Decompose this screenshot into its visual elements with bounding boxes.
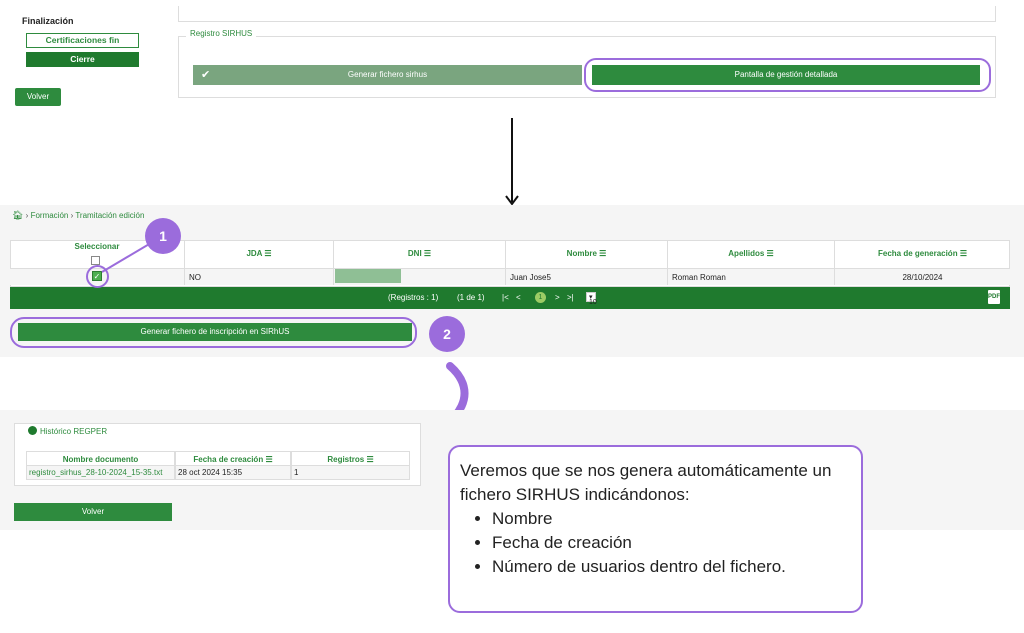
callout-list: Nombre Fecha de creación Número de usuar… [460, 507, 851, 579]
column-header-nombre[interactable]: Nombre ☰ [506, 240, 668, 268]
column-header-registros[interactable]: Registros ☰ [291, 451, 410, 466]
collapse-icon[interactable] [28, 426, 37, 435]
check-icon: ✔ [201, 69, 211, 81]
sort-icon[interactable]: ☰ [766, 249, 774, 258]
sort-icon[interactable]: ☰ [265, 455, 273, 464]
registro-sirhus-legend: Registro SIRHUS [186, 29, 257, 38]
volver-button-top[interactable]: Volver [15, 88, 61, 106]
home-icon[interactable]: 🏠︎ [12, 210, 24, 220]
table-cell-jda: NO [185, 268, 334, 285]
callout-intro: Veremos que se nos genera automáticament… [460, 461, 832, 504]
generar-fichero-sirhus-label: Generar fichero sirhus [347, 70, 428, 79]
highlight-outline-inscripcion [10, 317, 417, 348]
highlight-circle-checkbox [86, 265, 109, 288]
pantalla-gestion-detallada-button[interactable]: Pantalla de gestión detallada [592, 65, 980, 85]
breadcrumb-item-tramitacion[interactable]: Tramitación edición [75, 211, 145, 220]
certificaciones-fin-button[interactable]: Certificaciones fin [26, 33, 139, 48]
dni-redacted-block [335, 269, 401, 283]
callout-item: Nombre [492, 507, 851, 531]
historico-regper-title: Histórico REGPER [40, 427, 108, 436]
breadcrumb-item-formacion[interactable]: Formación [30, 211, 69, 220]
column-header-seleccionar: Seleccionar [10, 240, 185, 268]
column-header-apellidos[interactable]: Apellidos ☰ [668, 240, 835, 268]
sort-icon[interactable]: ☰ [366, 455, 374, 464]
column-header-jda[interactable]: JDA ☰ [185, 240, 334, 268]
column-header-dni[interactable]: DNI ☰ [334, 240, 506, 268]
page-size-select[interactable]: 10 ▾ [586, 292, 597, 306]
registro-sirhus-panel [178, 36, 996, 98]
section-title-finalizacion: Finalización [22, 16, 74, 26]
generar-fichero-inscripcion-button[interactable]: Generar fichero de inscripción en SIRhUS [18, 323, 412, 341]
step-badge-1: 1 [145, 218, 181, 254]
pdf-export-icon[interactable]: PDF [988, 290, 1000, 304]
table-cell-fecha: 28/10/2024 [835, 268, 1010, 285]
column-header-fecha-creacion[interactable]: Fecha de creación ☰ [175, 451, 291, 466]
pager-page-of: (1 de 1) [457, 293, 485, 302]
cierre-button[interactable]: Cierre [26, 52, 139, 67]
table-cell-apellidos: Roman Roman [668, 268, 835, 285]
volver-button-bottom[interactable]: Volver [14, 503, 172, 521]
sort-icon[interactable]: ☰ [423, 249, 432, 258]
step-badge-2: 2 [429, 316, 465, 352]
callout-item: Número de usuarios dentro del fichero. [492, 555, 851, 579]
upper-panel-frame [178, 6, 996, 22]
column-header-nombre-documento: Nombre documento [26, 451, 175, 466]
highlight-outline-pantalla [584, 58, 991, 92]
select-all-checkbox[interactable] [91, 256, 100, 265]
first-page-icon[interactable]: |< [502, 293, 509, 302]
last-page-icon[interactable]: >| [567, 293, 574, 302]
page-button-current[interactable]: 1 [535, 292, 546, 303]
table-cell-registros: 1 [291, 466, 410, 480]
next-page-icon[interactable]: > [555, 293, 560, 302]
sort-icon[interactable]: ☰ [959, 249, 967, 258]
prev-page-icon[interactable]: < [516, 293, 521, 302]
explanation-callout: Veremos que se nos genera automáticament… [448, 445, 863, 613]
document-link[interactable]: registro_sirhus_28-10-2024_15-35.txt [26, 466, 175, 480]
table-cell-fecha-creacion: 28 oct 2024 15:35 [175, 466, 291, 480]
sort-icon[interactable]: ☰ [264, 249, 272, 258]
generar-fichero-sirhus-button[interactable]: ✔ Generar fichero sirhus [193, 65, 582, 85]
pager-registros: (Registros : 1) [388, 293, 439, 302]
breadcrumb: 🏠︎ › Formación › Tramitación edición [12, 210, 145, 220]
column-header-fecha-generacion[interactable]: Fecha de generación ☰ [878, 249, 967, 258]
table-pager: (Registros : 1) (1 de 1) |< < 1 > >| 10 … [10, 287, 1010, 309]
table-cell-nombre: Juan Jose5 [506, 268, 668, 285]
sort-icon[interactable]: ☰ [599, 249, 607, 258]
callout-item: Fecha de creación [492, 531, 851, 555]
arrow-down-icon [505, 118, 519, 206]
